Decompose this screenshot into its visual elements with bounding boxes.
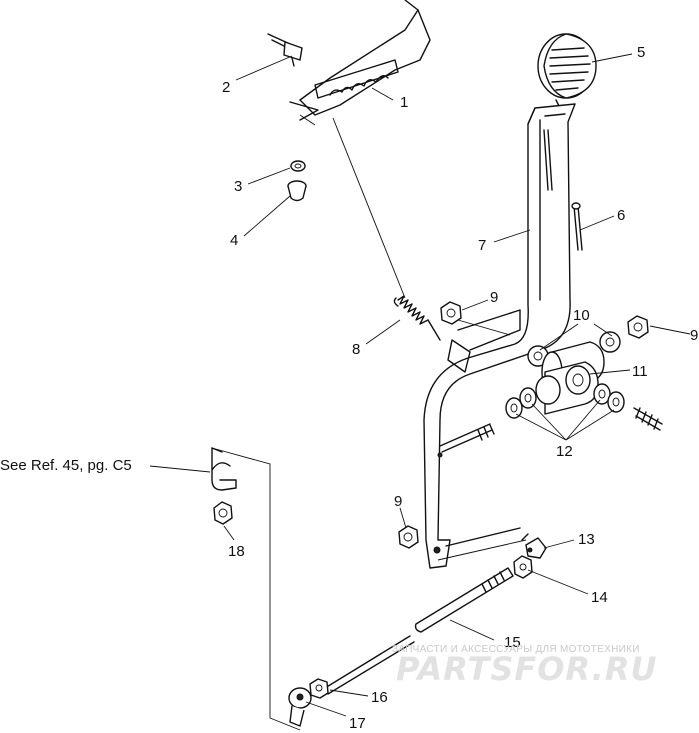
bracket-ref-45	[211, 447, 237, 491]
callout-18: 18	[228, 543, 245, 560]
cotter-pin	[571, 202, 583, 251]
callout-16: 16	[371, 689, 388, 706]
callout-6: 6	[617, 207, 625, 224]
callout-9-upper: 9	[490, 289, 498, 306]
leader-lines	[149, 53, 691, 717]
wire-connector	[267, 33, 303, 67]
nut-part-18	[213, 501, 233, 525]
ball-joint-part-17	[288, 687, 312, 727]
callout-9-right: 9	[690, 327, 698, 344]
callout-3: 3	[234, 178, 242, 195]
callout-8: 8	[352, 341, 360, 358]
nut-part-9-lower	[398, 525, 419, 549]
pivot-assembly	[505, 331, 663, 431]
nut-part-9-right	[627, 315, 649, 339]
watermark-brand: PARTSFOR.RU	[396, 650, 657, 688]
pivot-shaft	[439, 423, 495, 453]
clevis-part-13	[521, 533, 547, 559]
callout-1: 1	[400, 94, 408, 111]
watermark-tagline: ЗАПЧАСТИ И АКСЕССУАРЫ ДЛЯ МОТОТЕХНИКИ	[392, 644, 640, 655]
callout-17: 17	[349, 715, 366, 732]
callout-labels: 1 2 3 4 5 6 7 8 9 9 9 10 11 12 13 14 15 …	[0, 44, 698, 732]
watermark: ЗАПЧАСТИ И АКСЕССУАРЫ ДЛЯ МОТОТЕХНИКИ PA…	[392, 644, 657, 688]
nut-part-16	[309, 678, 329, 699]
callout-5: 5	[637, 44, 645, 61]
callout-4: 4	[230, 232, 238, 249]
return-spring	[393, 295, 441, 341]
brake-pedal-pad	[537, 33, 597, 113]
reference-note: See Ref. 45, pg. C5	[0, 457, 132, 474]
brake-rod-part-15	[324, 567, 514, 695]
nut-part-9-upper	[440, 301, 511, 336]
callout-14: 14	[591, 589, 608, 606]
brake-pedal-lever	[423, 103, 576, 569]
callout-12: 12	[556, 443, 573, 460]
bushing-part-4	[287, 180, 307, 202]
mount-bracket	[289, 0, 431, 126]
callout-10: 10	[573, 307, 590, 324]
callout-11: 11	[632, 363, 648, 380]
jam-nut-part-14	[513, 555, 533, 579]
callout-15: 15	[504, 634, 521, 651]
nut-part-3	[290, 160, 306, 172]
callout-7: 7	[478, 237, 486, 254]
callout-9-lower: 9	[394, 493, 402, 510]
callout-13: 13	[578, 531, 595, 548]
callout-2: 2	[222, 79, 230, 96]
